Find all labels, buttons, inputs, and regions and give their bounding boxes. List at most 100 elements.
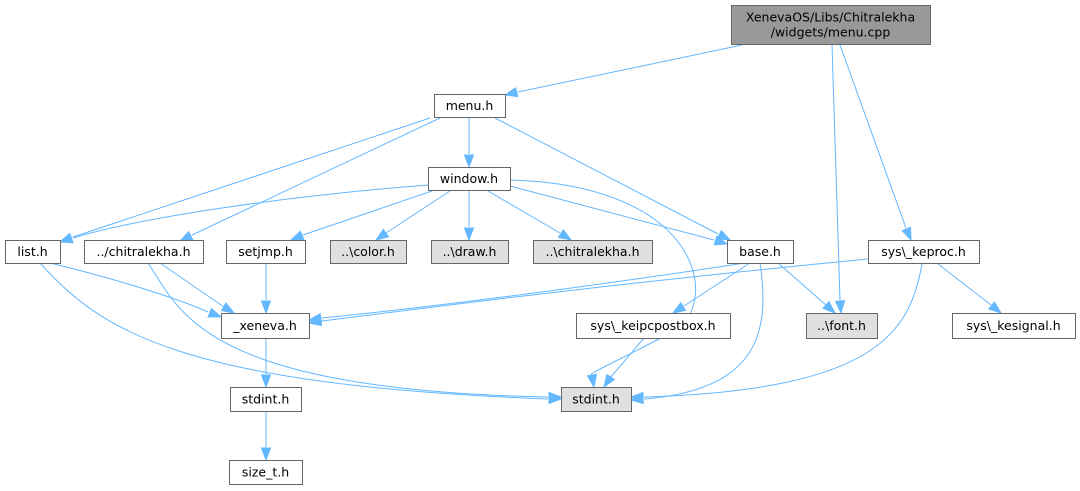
node-box[interactable] bbox=[431, 240, 509, 264]
node-size-t-h[interactable]: size_t.h bbox=[229, 460, 303, 485]
edge-menu_h-to-window_h bbox=[463, 118, 475, 169]
node-box[interactable] bbox=[868, 240, 980, 264]
edge-window_h-to-color_h bbox=[374, 190, 451, 241]
node-menu-h[interactable]: menu.h bbox=[434, 94, 506, 118]
node-label: ..\chitralekha.h bbox=[545, 244, 639, 259]
edge-line bbox=[49, 262, 209, 313]
node-box[interactable] bbox=[576, 313, 731, 339]
node-xeneva-h[interactable]: _xeneva.h bbox=[221, 313, 310, 339]
node-box[interactable] bbox=[84, 240, 204, 264]
edge-menu_h-to-list_h bbox=[58, 117, 431, 243]
edge-window_h-to-list_h bbox=[58, 184, 429, 244]
node-setjmp-h[interactable]: setjmp.h bbox=[226, 240, 306, 264]
node-label: ..\font.h bbox=[817, 318, 866, 333]
edge-window_h-to-stdint_missing bbox=[509, 179, 697, 389]
arrowhead-icon bbox=[289, 230, 305, 241]
node-stdint-h[interactable]: stdint.h bbox=[230, 387, 302, 412]
node-box[interactable] bbox=[434, 94, 506, 118]
node-base-h[interactable]: base.h bbox=[727, 240, 794, 264]
edge-stdint_h-to-size_t_h bbox=[260, 412, 272, 462]
edge-line bbox=[937, 263, 992, 306]
node-box[interactable] bbox=[229, 460, 303, 485]
edge-root-to-menu_h bbox=[503, 44, 743, 98]
edge-line bbox=[517, 44, 743, 93]
node-label: /widgets/menu.cpp bbox=[771, 25, 891, 40]
arrowhead-icon bbox=[822, 300, 837, 314]
node-label: window.h bbox=[440, 171, 498, 186]
edge-menu_h-to-chitralekha_rel bbox=[178, 117, 441, 242]
node-box[interactable] bbox=[330, 240, 407, 264]
arrowhead-icon bbox=[260, 374, 272, 389]
node-label: sys\_keproc.h bbox=[881, 244, 966, 259]
node-label: menu.h bbox=[446, 98, 494, 113]
edge-keproc_h-to-xeneva_h bbox=[307, 258, 869, 327]
node-box[interactable] bbox=[230, 387, 302, 412]
edge-line bbox=[39, 262, 549, 400]
edge-keproc_h-to-kesignal_h bbox=[937, 263, 1003, 314]
edge-line bbox=[321, 262, 746, 319]
arrowhead-icon bbox=[713, 235, 729, 246]
node-keipcpostbox-h[interactable]: sys\_keipcpostbox.h bbox=[576, 313, 731, 339]
edge-line bbox=[487, 190, 561, 234]
node-box[interactable] bbox=[428, 167, 511, 191]
node-box[interactable] bbox=[727, 240, 794, 264]
node-color-h[interactable]: ..\color.h bbox=[330, 240, 407, 264]
node-label: ..\color.h bbox=[341, 244, 395, 259]
arrowhead-icon bbox=[586, 373, 598, 389]
arrowhead-icon bbox=[463, 227, 475, 242]
node-root[interactable]: XenevaOS/Libs/Chitralekha/widgets/menu.c… bbox=[731, 5, 931, 45]
arrowhead-icon bbox=[307, 315, 323, 327]
node-label: stdint.h bbox=[242, 392, 290, 407]
node-list-h[interactable]: list.h bbox=[5, 240, 61, 264]
node-box[interactable] bbox=[5, 240, 61, 264]
edge-line bbox=[839, 44, 907, 229]
arrowhead-icon bbox=[260, 300, 272, 315]
node-box[interactable] bbox=[221, 313, 310, 339]
edge-line bbox=[509, 179, 697, 376]
edges-layer bbox=[39, 44, 1003, 462]
node-chitralekha-rel[interactable]: ../chitralekha.h bbox=[84, 240, 204, 264]
arrowhead-icon bbox=[671, 301, 687, 314]
edge-base_h-to-keipcpostbox_h bbox=[671, 262, 751, 314]
edge-line bbox=[683, 262, 751, 307]
arrowhead-icon bbox=[463, 154, 475, 169]
edge-line bbox=[385, 190, 451, 234]
node-label: base.h bbox=[739, 244, 781, 259]
node-box[interactable] bbox=[226, 240, 306, 264]
edge-line bbox=[302, 190, 433, 236]
arrowhead-icon bbox=[629, 391, 644, 403]
node-box[interactable] bbox=[952, 313, 1076, 339]
node-label: _xeneva.h bbox=[232, 318, 297, 333]
node-box[interactable] bbox=[561, 387, 632, 412]
node-keproc-h[interactable]: sys\_keproc.h bbox=[868, 240, 980, 264]
edge-line bbox=[72, 184, 429, 239]
arrowhead-icon bbox=[260, 447, 272, 462]
arrowhead-icon bbox=[557, 228, 573, 241]
edge-line bbox=[72, 117, 431, 238]
node-stdint-missing[interactable]: stdint.h bbox=[561, 387, 632, 412]
node-label: size_t.h bbox=[242, 465, 289, 480]
edge-window_h-to-setjmp_h bbox=[289, 190, 433, 241]
edge-window_h-to-draw_h bbox=[463, 191, 475, 242]
node-chitralekha-bs[interactable]: ..\chitralekha.h bbox=[533, 240, 653, 264]
arrowhead-icon bbox=[716, 229, 732, 241]
arrowhead-icon bbox=[178, 230, 194, 242]
node-label: ..\draw.h bbox=[443, 244, 497, 259]
node-window-h[interactable]: window.h bbox=[428, 167, 511, 191]
node-box[interactable] bbox=[806, 313, 878, 339]
node-box[interactable] bbox=[731, 5, 931, 45]
edge-list_h-to-xeneva_h bbox=[49, 262, 223, 318]
edge-root-to-keproc_h bbox=[839, 44, 912, 242]
node-kesignal-h[interactable]: sys\_kesignal.h bbox=[952, 313, 1076, 339]
edge-chitralekha_rel-to-stdint_missing bbox=[147, 262, 563, 403]
edge-xeneva_h-to-stdint_h bbox=[260, 339, 272, 389]
edge-line bbox=[321, 258, 869, 322]
node-font-h[interactable]: ..\font.h bbox=[806, 313, 878, 339]
node-box[interactable] bbox=[533, 240, 653, 264]
edge-window_h-to-base_h bbox=[509, 185, 729, 246]
node-draw-h[interactable]: ..\draw.h bbox=[431, 240, 509, 264]
edge-line bbox=[147, 262, 549, 398]
edge-base_h-to-font_h bbox=[777, 262, 837, 314]
arrowhead-icon bbox=[58, 233, 74, 244]
